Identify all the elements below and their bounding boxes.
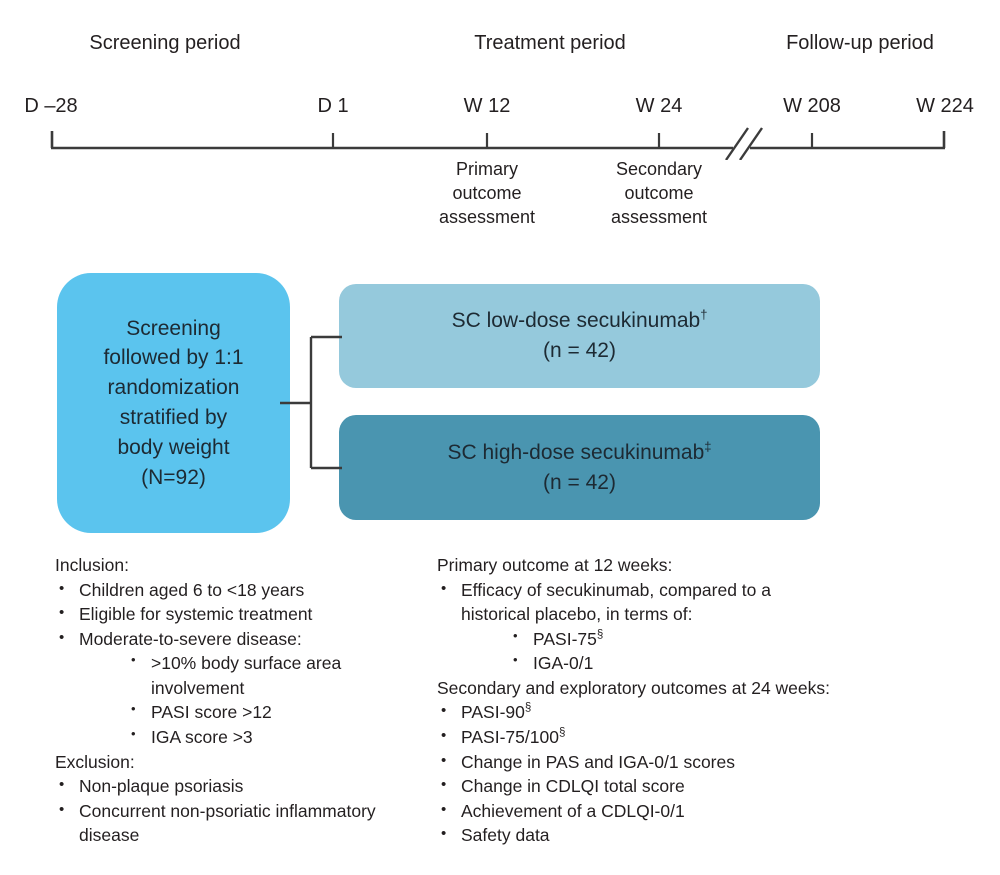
exclusion-item-1: Non-plaque psoriasis — [79, 776, 244, 797]
primary-outcome-sublist: PASI-75§ IGA-0/1 — [509, 627, 837, 676]
list-item: Safety data — [437, 823, 837, 848]
list-item: IGA score >3 — [127, 725, 425, 750]
period-label-treatment: Treatment period — [474, 32, 626, 54]
list-item: Children aged 6 to <18 years — [55, 578, 425, 603]
list-item: Achievement of a CDLQI-0/1 — [437, 799, 837, 824]
secondary-outcome-item-change-pas-iga: Change in PAS and IGA-0/1 scores — [461, 751, 735, 772]
arm-high-dose-footnote-marker: ‡ — [704, 438, 712, 454]
screening-box-text: Screening followed by 1:1 randomization … — [103, 316, 244, 489]
footnote-marker-section: § — [596, 628, 604, 641]
arm-box-high-dose: SC high-dose secukinumab‡ (n = 42) — [339, 415, 820, 520]
list-item: Moderate-to-severe disease: >10% body su… — [55, 627, 425, 750]
screening-randomization-box: Screening followed by 1:1 randomization … — [57, 273, 290, 533]
randomization-connector — [280, 335, 342, 470]
primary-outcome-item-1: Efficacy of secukinumab, compared to a h… — [461, 579, 771, 625]
axis-break-slash-1 — [725, 127, 749, 160]
inclusion-item-3: Moderate-to-severe disease: — [79, 628, 302, 649]
secondary-outcome-heading: Secondary and exploratory outcomes at 24… — [437, 677, 830, 698]
secondary-outcome-item-safety-data: Safety data — [461, 825, 550, 846]
footnote-marker-section: § — [524, 702, 532, 715]
list-item: >10% body surface area involvement — [127, 651, 425, 700]
arm-box-low-dose: SC low-dose secukinumab† (n = 42) — [339, 284, 820, 388]
list-item: PASI-75/100§ — [437, 725, 837, 750]
primary-outcome-subitem-iga-0-1: IGA-0/1 — [533, 653, 594, 674]
exclusion-list: Non-plaque psoriasis Concurrent non-psor… — [55, 774, 425, 848]
period-label-followup: Follow-up period — [786, 32, 934, 54]
timeline-axis — [50, 127, 946, 160]
inclusion-item-1: Children aged 6 to <18 years — [79, 579, 305, 600]
assessment-note-secondary: Secondary outcome assessment — [610, 159, 708, 227]
arm-low-dose-text: SC low-dose secukinumab† (n = 42) — [452, 306, 708, 366]
arm-high-dose-drug-label: SC high-dose secukinumab — [447, 440, 705, 464]
secondary-outcome-item-pasi-90: PASI-90 — [461, 702, 525, 723]
inclusion-subitem-1: >10% body surface area involvement — [151, 653, 342, 698]
exclusion-item-2: Concurrent non-psoriatic inflammatory di… — [79, 800, 376, 846]
arm-low-dose-drug-line: SC low-dose secukinumab† — [452, 306, 708, 336]
primary-outcome-heading: Primary outcome at 12 weeks: — [437, 555, 673, 575]
secondary-outcome-item-cdlqi-0-1: Achievement of a CDLQI-0/1 — [461, 800, 685, 821]
timeline-tick-label-d-minus-28: D –28 — [24, 95, 78, 117]
secondary-outcome-item-pasi-75-100: PASI-75/100 — [461, 727, 559, 748]
inclusion-item-2: Eligible for systemic treatment — [79, 604, 313, 625]
list-item: Non-plaque psoriasis — [55, 774, 425, 799]
arm-high-dose-n-label: (n = 42) — [543, 470, 616, 494]
eligibility-criteria-block: Inclusion: Children aged 6 to <18 years … — [55, 553, 425, 848]
timeline-tick-label-w-12: W 12 — [463, 95, 511, 117]
secondary-outcome-list: PASI-90§ PASI-75/100§ Change in PAS and … — [437, 700, 837, 847]
arm-low-dose-footnote-marker: † — [700, 307, 708, 323]
inclusion-sublist: >10% body surface area involvement PASI … — [127, 651, 425, 749]
inclusion-subitem-2: PASI score >12 — [151, 702, 272, 723]
list-item: Concurrent non-psoriatic inflammatory di… — [55, 799, 425, 848]
footnote-marker-section: § — [558, 727, 566, 740]
list-item: Change in PAS and IGA-0/1 scores — [437, 750, 837, 775]
secondary-outcome-item-change-cdlqi: Change in CDLQI total score — [461, 776, 685, 797]
assessment-note-primary: Primary outcome assessment — [438, 159, 536, 227]
list-item: PASI-90§ — [437, 700, 837, 725]
timeline-tick-label-d-1: D 1 — [317, 95, 349, 117]
list-item: IGA-0/1 — [509, 651, 837, 676]
timeline-tick-label-w-224: W 224 — [916, 95, 974, 117]
inclusion-subitem-3: IGA score >3 — [151, 727, 253, 748]
inclusion-list: Children aged 6 to <18 years Eligible fo… — [55, 578, 425, 750]
list-item: Eligible for systemic treatment — [55, 602, 425, 627]
primary-outcome-list: Efficacy of secukinumab, compared to a h… — [437, 578, 837, 676]
inclusion-heading: Inclusion: — [55, 555, 129, 575]
timeline-tick-label-w-208: W 208 — [783, 95, 841, 117]
list-item: PASI-75§ — [509, 627, 837, 652]
timeline-tick-label-w-24: W 24 — [635, 95, 683, 117]
outcomes-block: Primary outcome at 12 weeks: Efficacy of… — [437, 553, 837, 848]
arm-high-dose-text: SC high-dose secukinumab‡ (n = 42) — [447, 438, 711, 498]
exclusion-heading: Exclusion: — [55, 751, 135, 772]
list-item: Efficacy of secukinumab, compared to a h… — [437, 578, 837, 676]
arm-low-dose-n-label: (n = 42) — [543, 339, 616, 362]
axis-break-slash-2 — [739, 127, 763, 160]
period-label-screening: Screening period — [89, 32, 241, 54]
primary-outcome-subitem-pasi-75: PASI-75 — [533, 628, 597, 649]
list-item: Change in CDLQI total score — [437, 774, 837, 799]
arm-high-dose-drug-line: SC high-dose secukinumab‡ — [447, 438, 711, 468]
arm-low-dose-drug-label: SC low-dose secukinumab — [451, 309, 701, 333]
list-item: PASI score >12 — [127, 700, 425, 725]
